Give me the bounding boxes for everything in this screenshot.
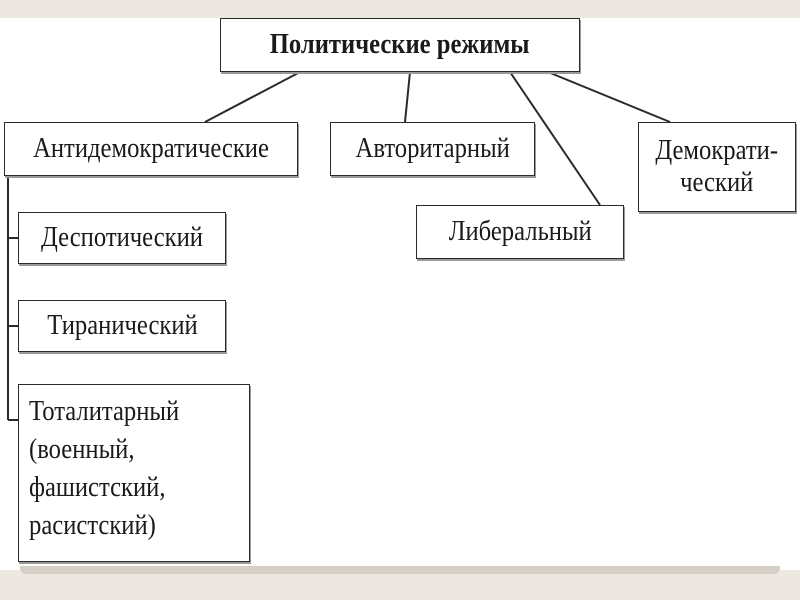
connector-root-liberal <box>509 71 601 206</box>
antidemocratic-label: Антидемократические <box>33 132 269 164</box>
root-box-political-regimes: Политические режимы <box>220 18 580 72</box>
box-democratic: Демократи- ческий <box>638 122 796 212</box>
slide-shadow <box>20 566 780 574</box>
connector-root-authoritarian <box>404 71 411 123</box>
connector-root-antidemocratic <box>204 71 301 123</box>
root-label: Политические режимы <box>270 28 530 60</box>
democratic-label: Демократи- ческий <box>655 134 779 198</box>
box-antidemocratic: Антидемократические <box>4 122 298 176</box>
liberal-label: Либеральный <box>448 215 592 247</box>
box-liberal: Либеральный <box>416 205 624 259</box>
box-tyrannical: Тиранический <box>18 300 226 352</box>
authoritarian-label: Авторитарный <box>355 132 510 164</box>
tyrannical-label: Тиранический <box>46 309 198 341</box>
connector-root-democratic <box>547 71 671 123</box>
box-despotic: Деспотический <box>18 212 226 264</box>
box-authoritarian: Авторитарный <box>330 122 535 176</box>
box-totalitarian: Тоталитарный (военный, фашистский, расис… <box>18 384 250 562</box>
totalitarian-label: Тоталитарный (военный, фашистский, расис… <box>29 396 180 541</box>
despotic-label: Деспотический <box>41 221 203 253</box>
